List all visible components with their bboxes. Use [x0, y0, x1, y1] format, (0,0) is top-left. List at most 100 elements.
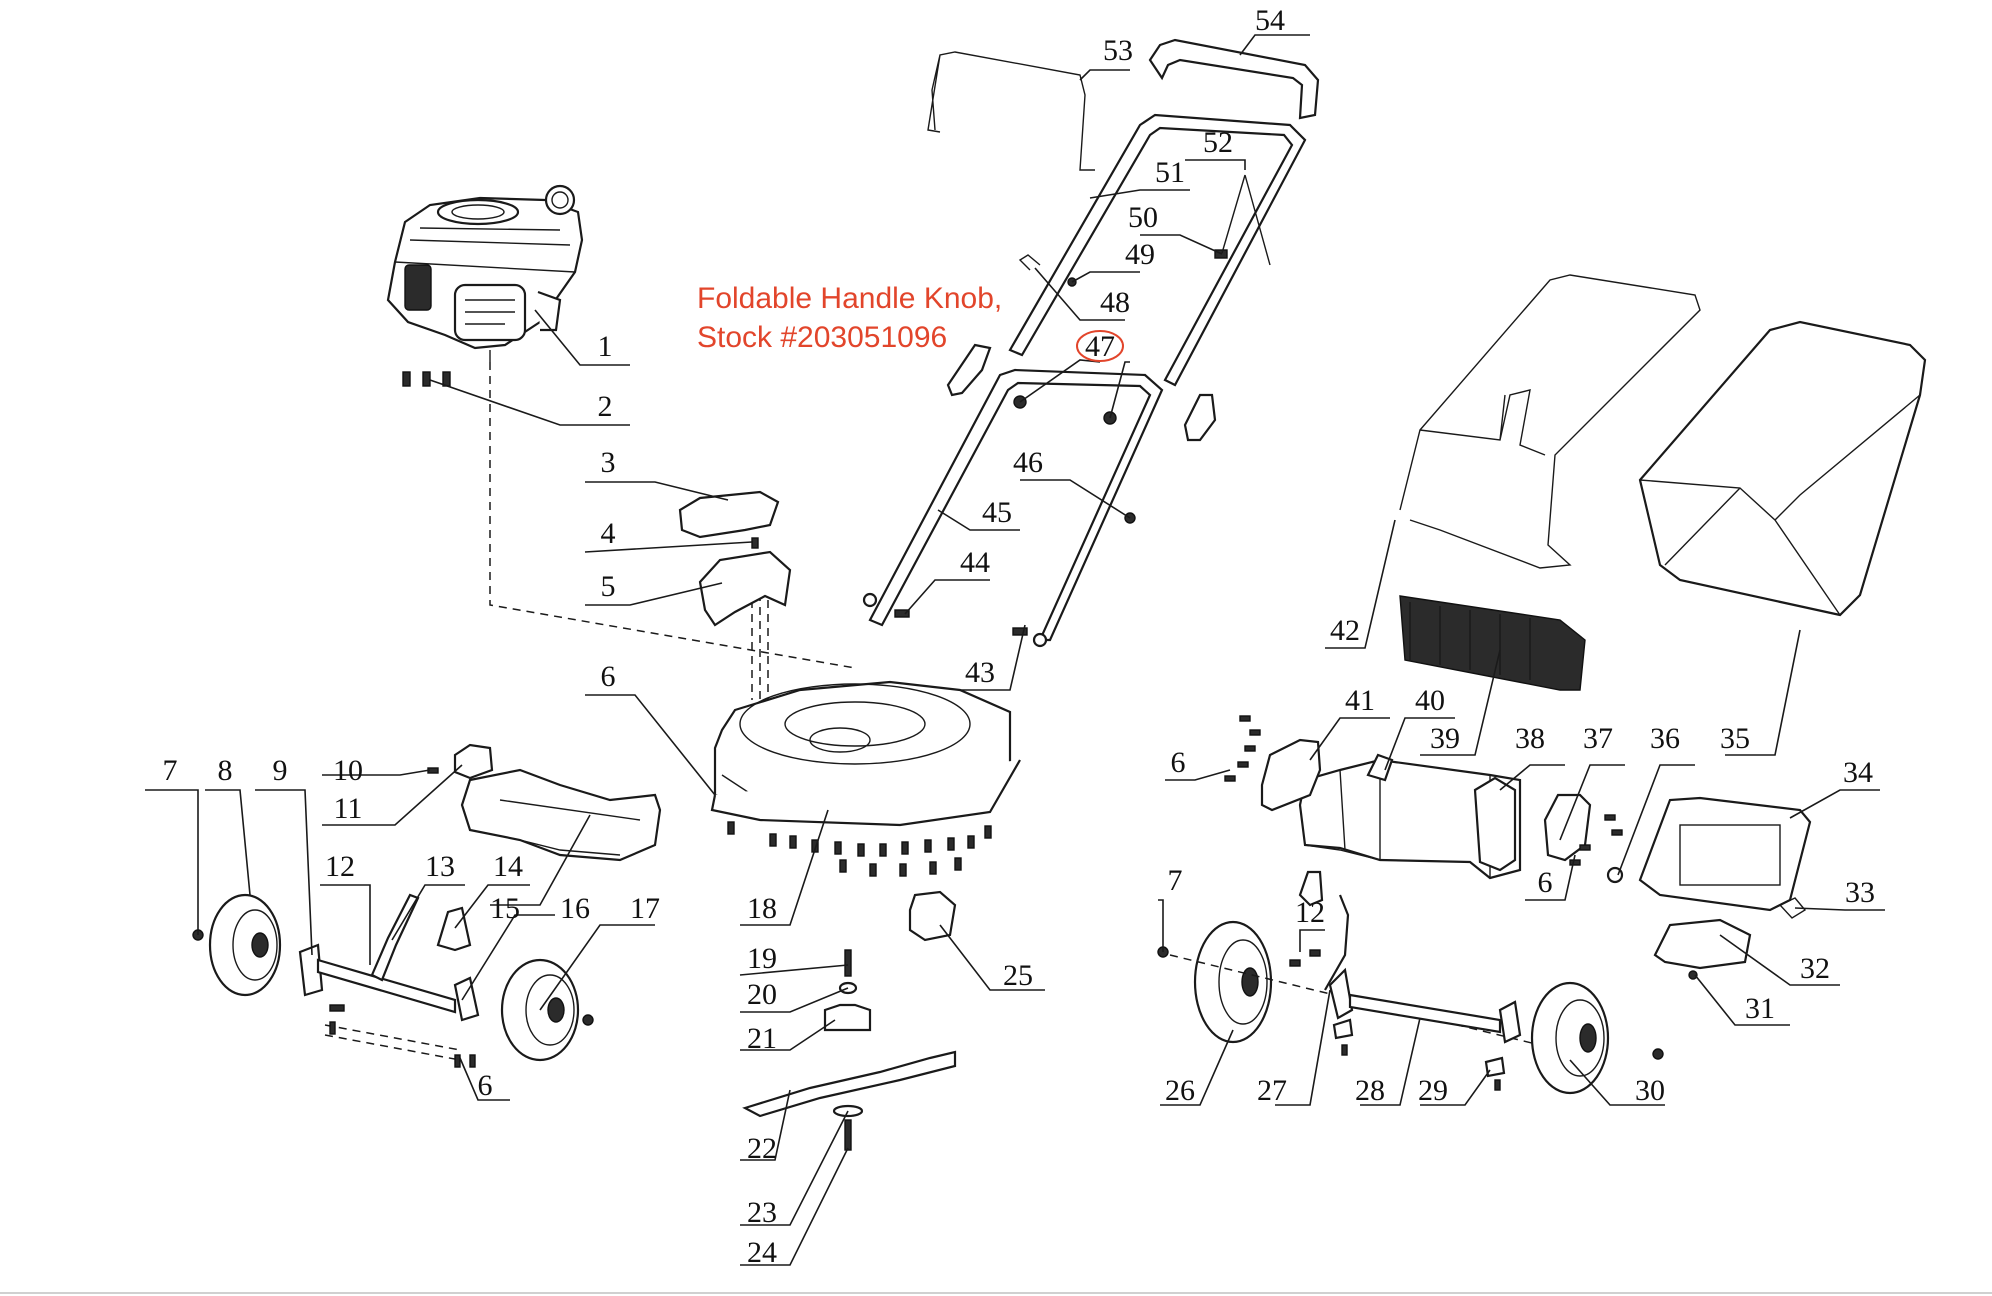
part-label-12b: 12 — [1295, 896, 1325, 929]
part-label-6d: 6 — [1538, 866, 1553, 899]
top-cover-drawing — [678, 490, 780, 539]
clip-29b-drawing — [1484, 1056, 1506, 1078]
part-label-25: 25 — [1003, 959, 1033, 992]
bolt-drawing — [469, 1054, 476, 1068]
part-label-32: 32 — [1800, 952, 1830, 985]
bail-cable-drawing — [927, 51, 1095, 171]
right-front-wheel-drawing — [1530, 981, 1610, 1095]
handle-knob-right-drawing — [1183, 393, 1217, 442]
part-label-7: 7 — [163, 754, 178, 787]
part-label-35: 35 — [1720, 722, 1750, 755]
bolt-drawing — [1341, 1044, 1348, 1056]
annotation-line-2: Stock #203051096 — [697, 321, 947, 354]
assembly-guide-line — [1169, 954, 1541, 1046]
part-label-26: 26 — [1165, 1074, 1195, 1107]
handle-knob-left-drawing — [946, 343, 992, 397]
nut-44-drawing — [862, 592, 878, 608]
bolt-44-drawing — [894, 609, 910, 618]
part-47-highlight-circle — [1076, 330, 1124, 362]
screw-drawing — [1289, 959, 1301, 967]
part-label-52: 52 — [1203, 126, 1233, 159]
annotation-line-1: Foldable Handle Knob, — [697, 282, 1002, 315]
clip-29-drawing — [1332, 1018, 1354, 1040]
part-label-21: 21 — [747, 1022, 777, 1055]
leader-lines — [145, 34, 1885, 1266]
grass-bag-drawing — [1638, 320, 1927, 617]
part-label-29: 29 — [1418, 1074, 1448, 1107]
part-label-7b: 7 — [1168, 864, 1183, 897]
screw-31-drawing — [1688, 970, 1698, 980]
part-label-10: 10 — [333, 754, 363, 787]
mulch-plug-drawing — [908, 890, 957, 942]
part-label-42: 42 — [1330, 614, 1360, 647]
cable-52-drawing — [1221, 174, 1271, 266]
assembly-guide-line — [324, 1024, 461, 1061]
part-label-17: 17 — [630, 892, 660, 925]
part-label-36: 36 — [1650, 722, 1680, 755]
part-label-30: 30 — [1635, 1074, 1665, 1107]
lever-handle-drawing — [1298, 870, 1324, 907]
catcher-frame-drawing — [1399, 274, 1701, 569]
part-label-46: 46 — [1013, 446, 1043, 479]
part-label-16: 16 — [560, 892, 590, 925]
deck-bolts-drawing — [727, 821, 992, 877]
part-label-6c: 6 — [1171, 746, 1186, 779]
part-label-39: 39 — [1430, 722, 1460, 755]
screw-drawing — [1309, 949, 1321, 957]
part-label-13: 13 — [425, 850, 455, 883]
part-label-19: 19 — [747, 942, 777, 975]
rear-flap-hinge-37-drawing — [1543, 793, 1592, 862]
lower-handle-drawing — [868, 368, 1164, 642]
rear-cover-window — [1679, 824, 1781, 886]
screw-drawing — [751, 537, 759, 549]
part-label-1: 1 — [598, 330, 613, 363]
part-label-20: 20 — [747, 978, 777, 1011]
part-label-15: 15 — [490, 892, 520, 925]
part-label-3: 3 — [601, 446, 616, 479]
part-label-6b: 6 — [478, 1069, 493, 1102]
part-label-50: 50 — [1128, 201, 1158, 234]
part-label-54: 54 — [1255, 4, 1285, 37]
part-label-12: 12 — [325, 850, 355, 883]
side-cover-drawing — [460, 768, 662, 862]
clip-drawing — [329, 1004, 345, 1012]
part-label-28: 28 — [1355, 1074, 1385, 1107]
nut-43-drawing — [1032, 632, 1048, 648]
part-label-22: 22 — [747, 1132, 777, 1165]
part-label-31: 31 — [1745, 992, 1775, 1025]
part-label-5: 5 — [601, 570, 616, 603]
rear-housing-drawing — [1298, 758, 1522, 880]
bolt-drawing — [1494, 1079, 1501, 1091]
part-label-49: 49 — [1125, 238, 1155, 271]
spring-33-drawing — [1778, 897, 1807, 919]
part-label-4: 4 — [601, 517, 616, 550]
screw-group-6-drawing — [1224, 715, 1623, 866]
rear-cover-34-drawing — [1638, 796, 1812, 912]
part-label-2: 2 — [598, 390, 613, 423]
bracket-11-drawing — [453, 743, 494, 780]
part-label-18: 18 — [747, 892, 777, 925]
part-label-47: 47 — [1085, 330, 1115, 363]
part-label-9: 9 — [273, 754, 288, 787]
nut-drawing — [582, 1014, 594, 1026]
part-label-8: 8 — [218, 754, 233, 787]
bolt-43-drawing — [1012, 627, 1028, 636]
bolt-drawing — [454, 1054, 461, 1068]
upper-handle-drawing — [1008, 113, 1307, 387]
part-label-43: 43 — [965, 656, 995, 689]
engine-drawing — [386, 184, 584, 362]
part-label-40: 40 — [1415, 684, 1445, 717]
bracket-drawing — [698, 550, 792, 627]
rear-door-32-drawing — [1653, 918, 1752, 970]
assembly-guide-line — [751, 558, 769, 712]
part-labels: 1 2 3 4 5 6 7 8 9 10 11 12 13 14 15 16 1… — [163, 4, 1876, 1269]
part-label-51: 51 — [1155, 156, 1185, 189]
part-label-41: 41 — [1345, 684, 1375, 717]
part-label-23: 23 — [747, 1196, 777, 1229]
part-label-6: 6 — [601, 660, 616, 693]
part-label-45: 45 — [982, 496, 1012, 529]
part-label-53: 53 — [1103, 34, 1133, 67]
part-label-33: 33 — [1845, 876, 1875, 909]
handle-bar-grip-drawing — [1148, 38, 1320, 120]
